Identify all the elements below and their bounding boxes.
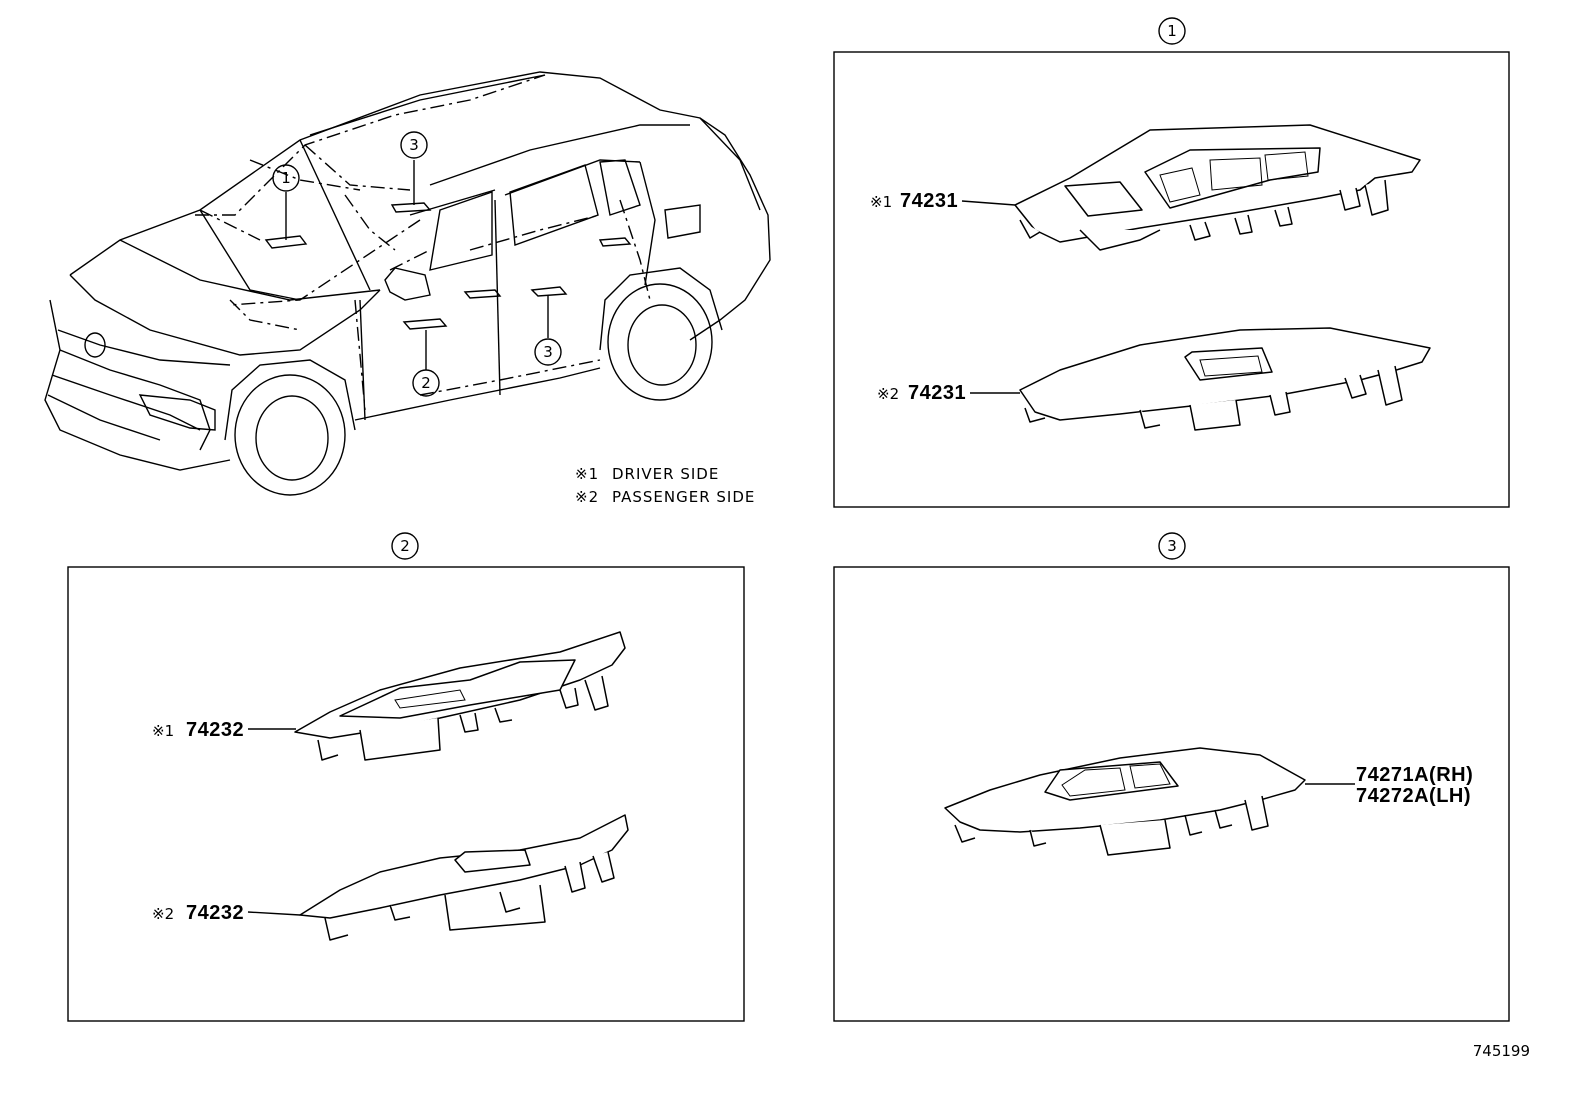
panel-1-part-b-number: 74231 [908, 382, 966, 404]
callout-3-vehicle-upper: 3 [409, 136, 419, 154]
panel-2-part-b-drawing [299, 814, 629, 941]
panel-1-part-b-drawing [1019, 327, 1431, 431]
panel-3-part-rh: 74271A(RH) [1356, 764, 1473, 786]
callout-1-vehicle: 1 [281, 169, 291, 187]
legend: ※1 DRIVER SIDE ※2 PASSENGER SIDE [575, 465, 755, 506]
panel-1-part-a-number: 74231 [900, 190, 958, 212]
callout-2-vehicle: 2 [421, 374, 431, 392]
panel-3-title: 3 [1167, 537, 1177, 555]
panel-2-part-b-mark: ※2 [152, 905, 174, 923]
legend-text-passenger-side: PASSENGER SIDE [612, 488, 755, 506]
legend-text-driver-side: DRIVER SIDE [612, 465, 719, 483]
panel-3-frame [833, 566, 1510, 1022]
panel-3-part-lh: 74272A(LH) [1356, 785, 1471, 807]
panel-3: 3 74271A(RH) 74272A(LH) [833, 532, 1510, 1022]
panel-2-title: 2 [400, 537, 410, 555]
panel-2-part-b-number: 74232 [186, 902, 244, 924]
callout-3-vehicle-lower: 3 [543, 343, 553, 361]
panel-2-frame [67, 566, 745, 1022]
panel-1-part-a-mark: ※1 [870, 193, 892, 211]
legend-mark-1: ※1 [575, 465, 599, 483]
vehicle-illustration: 1 3 2 3 [44, 71, 771, 496]
panel-1: 1 ※1 74231 [833, 17, 1510, 508]
diagram-number: 745199 [1473, 1042, 1530, 1060]
panel-2-part-a-mark: ※1 [152, 722, 174, 740]
panel-1-part-a-drawing [1014, 124, 1421, 251]
panel-2: 2 ※1 74232 ※2 7423 [67, 532, 745, 1022]
panel-1-part-b-mark: ※2 [877, 385, 899, 403]
panel-3-part-drawing [944, 747, 1306, 856]
panel-2-part-a-drawing [294, 631, 626, 761]
panel-2-part-a-number: 74232 [186, 719, 244, 741]
panel-1-title: 1 [1167, 22, 1177, 40]
legend-mark-2: ※2 [575, 488, 599, 506]
panel-1-frame [833, 51, 1510, 508]
